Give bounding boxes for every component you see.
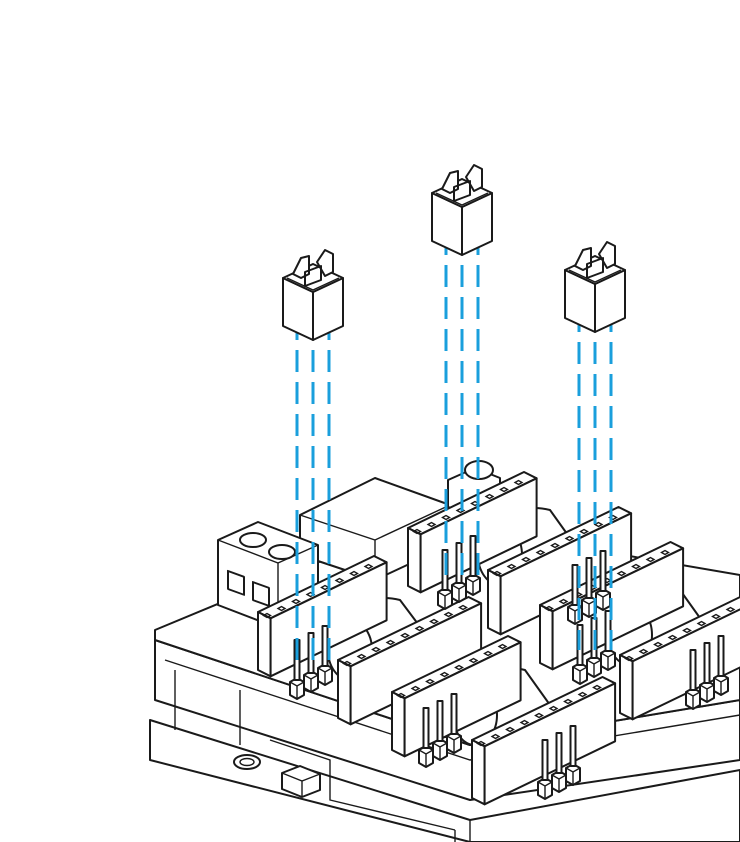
jumper-cap-1 [282, 249, 344, 341]
female-header-4 [487, 506, 633, 636]
pin-header-5 [537, 725, 581, 800]
guide-set-2 [444, 233, 480, 580]
guide-set-3 [577, 310, 613, 650]
female-header-8 [619, 595, 740, 721]
jumper-cap-3 [564, 241, 626, 333]
guide-set-1 [295, 318, 331, 660]
jumper-cap-2 [431, 164, 493, 256]
female-header-6 [471, 676, 617, 806]
pin-header-6 [685, 635, 729, 710]
jumper-caps [282, 164, 626, 341]
pin-header-4 [418, 693, 462, 768]
female-header-5 [391, 635, 522, 758]
pin-header-1 [289, 625, 333, 700]
alignment-guides [295, 233, 613, 660]
